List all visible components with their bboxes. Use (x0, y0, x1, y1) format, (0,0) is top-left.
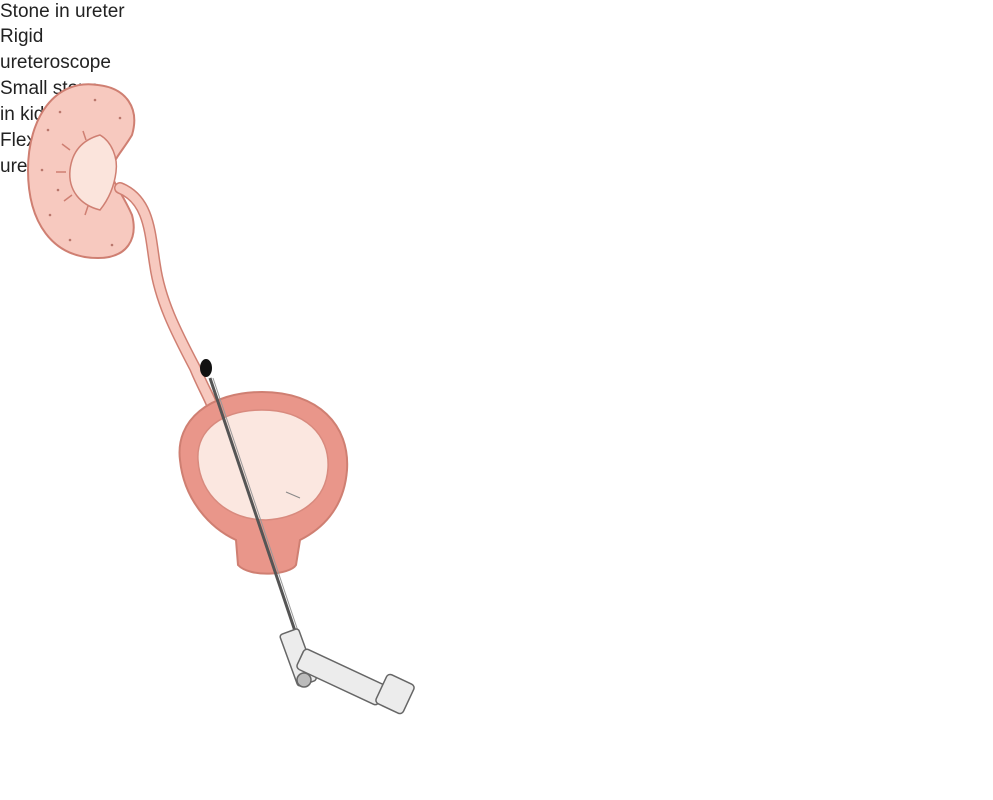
left-bladder (178, 390, 349, 575)
rigid-ureteroscope-shaft (208, 377, 300, 641)
left-panel (26, 83, 415, 715)
stone-in-ureter-label: Stone in ureter (0, 1, 125, 22)
rigid-label-line1: Rigid (0, 26, 44, 47)
rigid-label-line2: ureteroscope (0, 52, 111, 73)
left-kidney (26, 83, 136, 260)
left-ureter-stone (200, 359, 212, 377)
rigid-ureteroscope-handle (279, 628, 415, 715)
